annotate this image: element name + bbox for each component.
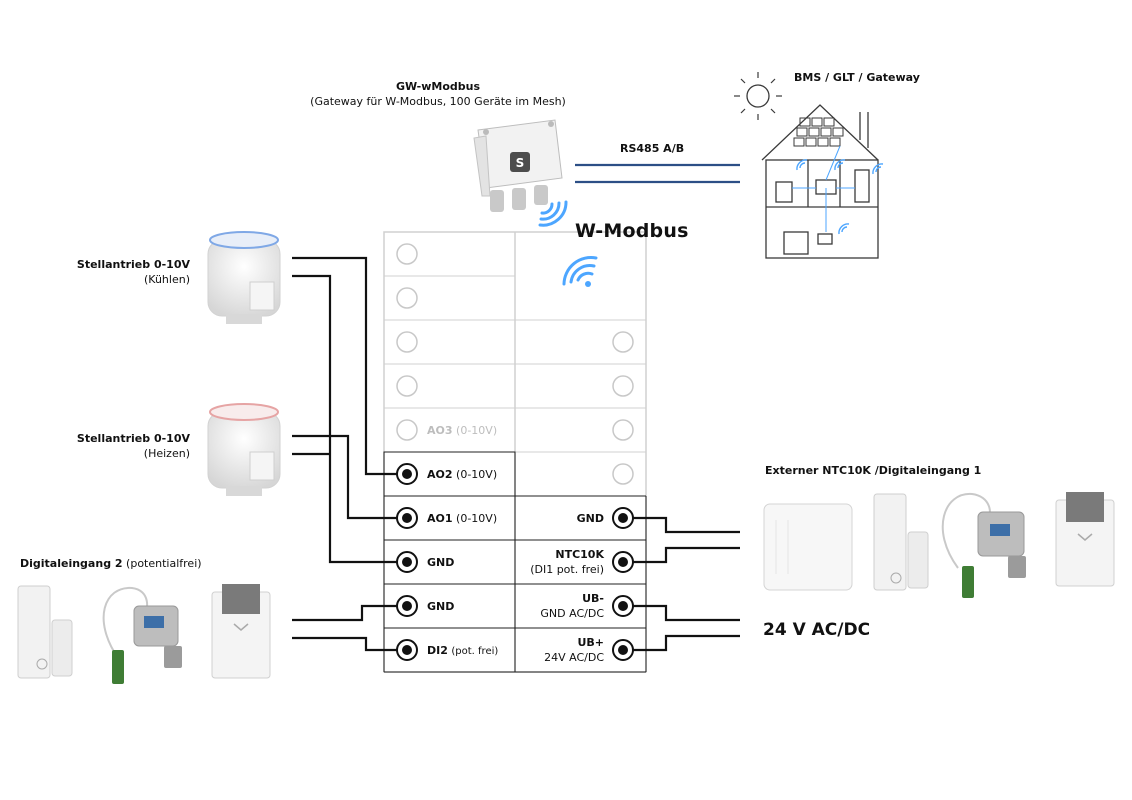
wifi-waves-icon [538,200,568,227]
room-sensor-image [763,503,853,591]
ub-minus: UB- [582,592,604,605]
actuator-cooling-title: Stellantrieb 0-10V [76,258,190,271]
bms-house-image [734,72,879,259]
ext-keycard-switch-image [1055,492,1115,587]
gateway-device-image: S [473,119,563,212]
ext-door-contact-image [873,493,929,591]
di2-terminal-note: (pot. frei) [451,646,499,657]
external-title: Externer NTC10K /Digitaleingang 1 [765,464,982,477]
ntc-note: (DI1 pot. frei) [530,563,604,576]
door-contact-image [17,585,73,679]
power-label: 24 V AC/DC [763,620,871,640]
ao1-name: AO1 [427,512,453,525]
keycard-switch-image [211,584,271,679]
rs485-label: RS485 A/B [620,142,685,155]
ntc-name: NTC10K [555,548,604,561]
active-terminals [396,463,634,661]
svg-text:S: S [516,156,525,170]
actuator-heating-title: Stellantrieb 0-10V [76,432,190,445]
sensor-cable-image [102,586,182,684]
gnd-left-2: GND [427,600,455,613]
ao3-name: AO3 [427,424,453,437]
rs485-bus [575,163,740,184]
gnd-right: GND [576,512,604,525]
ub-plus-note: 24V AC/DC [544,651,604,664]
ao2-name: AO2 [427,468,453,481]
actuator-cooling-image [207,231,281,324]
actuator-heating-mode: (Heizen) [143,447,190,460]
ub-minus-note: GND AC/DC [540,607,604,620]
gateway-subtitle: (Gateway für W-Modbus, 100 Geräte im Mes… [310,95,566,108]
wifi-icon [562,256,598,287]
ext-sensor-cable-image [941,492,1026,598]
ao2-range: (0-10V) [456,468,498,481]
gateway-title: GW-wModbus [395,80,481,93]
ao3-range: (0-10V) [456,424,498,437]
di2-note: (potentialfrei) [126,557,202,570]
ub-plus: UB+ [577,636,604,649]
inactive-terminals [396,243,634,485]
house-wifi-icons [792,145,884,235]
di2-terminal-name: DI2 [427,644,448,657]
di2-title: Digitaleingang 2 [20,557,123,570]
terminal-block [383,231,647,673]
ao1-range: (0-10V) [456,512,498,525]
w-modbus-label: W-Modbus [575,220,689,242]
bms-title: BMS / GLT / Gateway [794,71,920,84]
actuator-heating-image [207,403,281,496]
actuator-cooling-mode: (Kühlen) [144,273,190,286]
gnd-left-1: GND [427,556,455,569]
wires [292,256,740,652]
